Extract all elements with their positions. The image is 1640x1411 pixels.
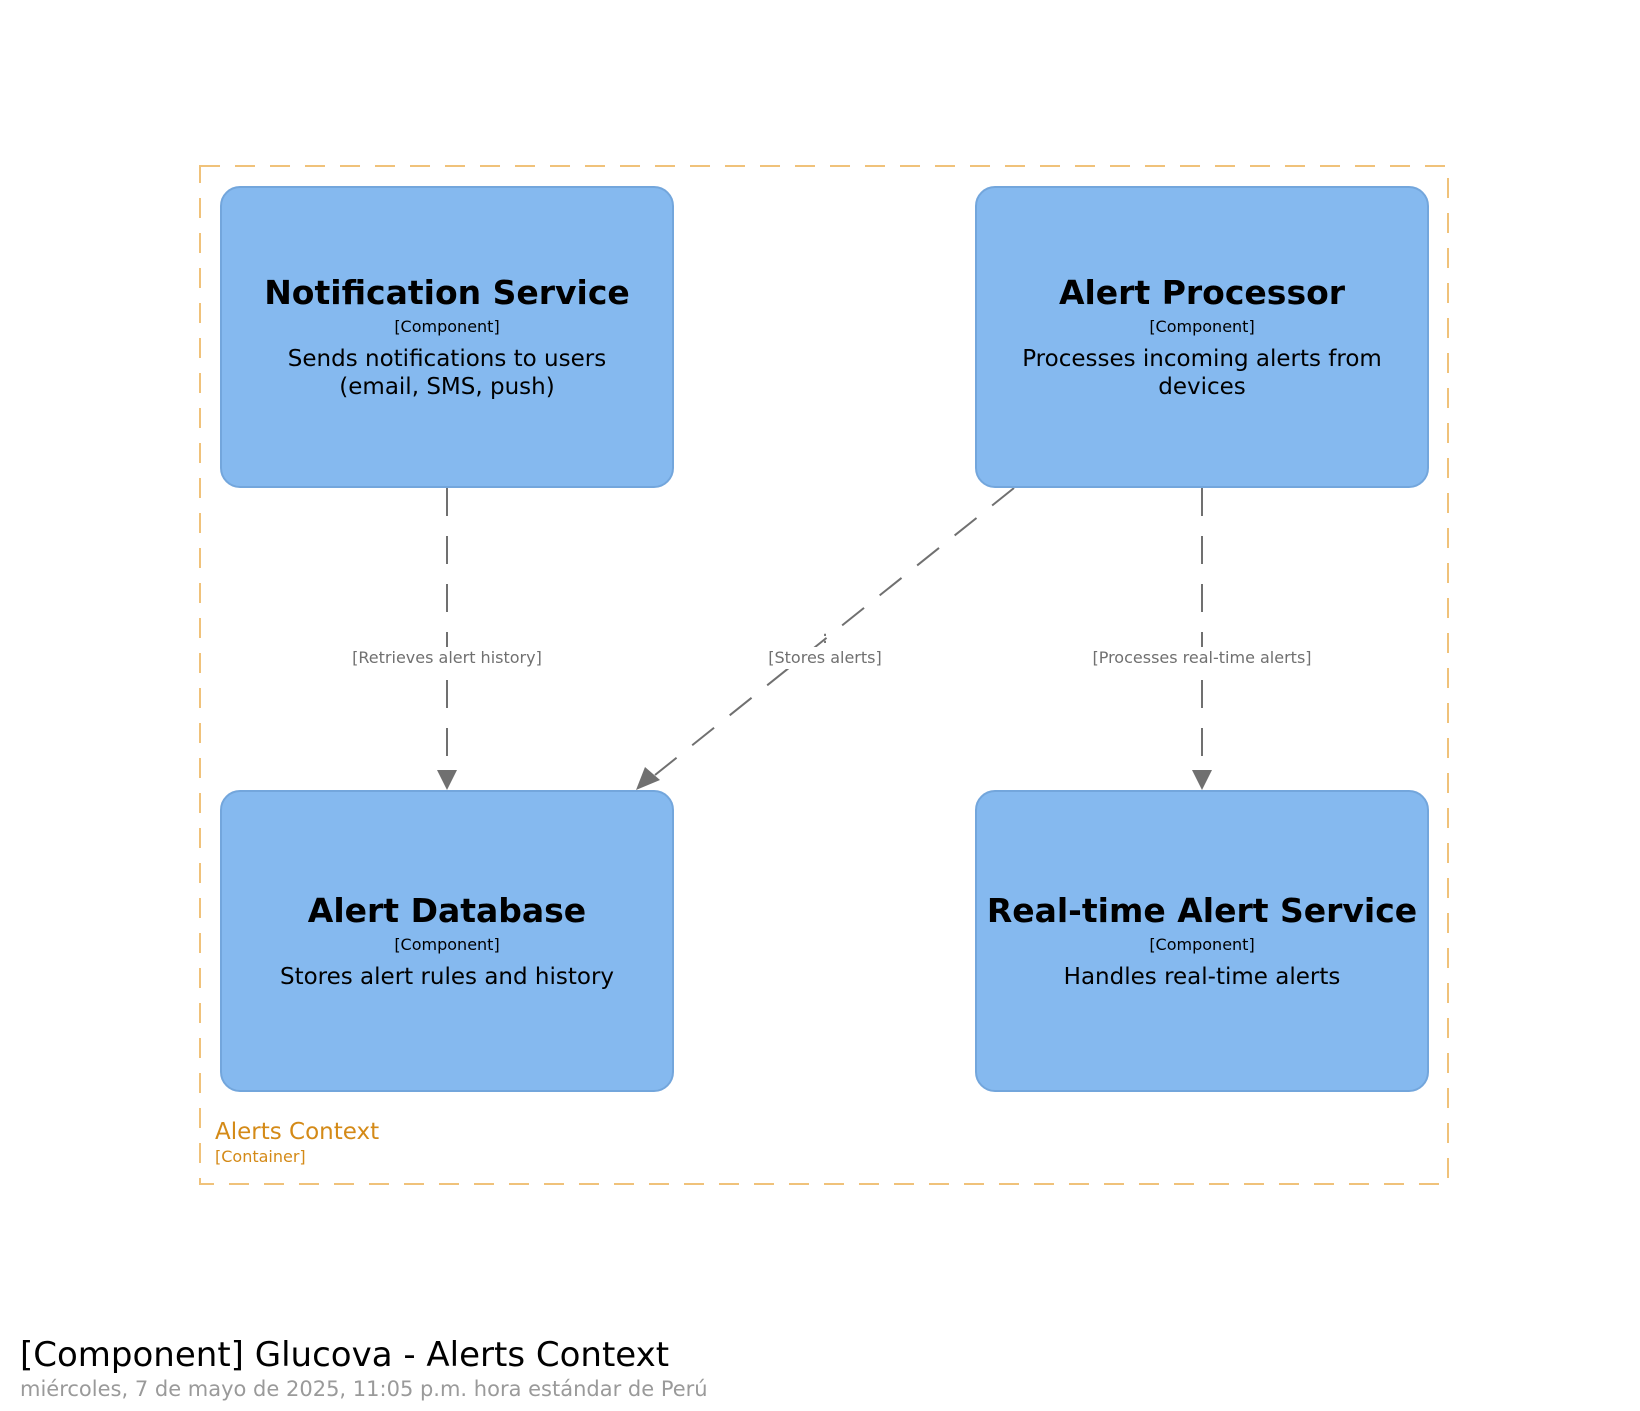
component-name: Alert Processor bbox=[1058, 273, 1346, 312]
relationship-colon: : bbox=[821, 627, 829, 648]
component-realtime-alert-service: Real-time Alert Service [Component] Hand… bbox=[975, 790, 1429, 1092]
component-description: Processes incoming alerts from devices bbox=[1022, 346, 1382, 400]
container-label: Alerts Context [Container] bbox=[215, 1118, 379, 1168]
relationship-stores-alerts bbox=[636, 487, 1015, 790]
relationship-label: : [Stores alerts] bbox=[766, 627, 884, 669]
component-alert-database: Alert Database [Component] Stores alert … bbox=[220, 790, 674, 1092]
relationship-label: : [Retrieves alert history] bbox=[350, 629, 544, 669]
component-kind: [Component] bbox=[394, 935, 500, 954]
component-notification-service: Notification Service [Component] Sends n… bbox=[220, 186, 674, 488]
component-kind: [Component] bbox=[1149, 935, 1255, 954]
diagram-title: [Component] Glucova - Alerts Context bbox=[20, 1335, 670, 1375]
relationship-retrieves-alert-history bbox=[437, 488, 457, 790]
arrowhead-icon bbox=[636, 767, 660, 790]
arrowhead-icon bbox=[437, 770, 457, 790]
container-kind: [Container] bbox=[215, 1147, 306, 1166]
component-name: Alert Database bbox=[307, 891, 587, 930]
relationship-colon: : bbox=[1198, 627, 1206, 648]
container-boundary bbox=[199, 165, 1449, 1185]
relationship-technology: [Stores alerts] bbox=[766, 647, 884, 669]
component-name: Notification Service bbox=[264, 273, 630, 312]
arrowhead-icon bbox=[1192, 770, 1212, 790]
relationship-technology: [Retrieves alert history] bbox=[350, 647, 544, 669]
diagram-footer: [Component] Glucova - Alerts Context mié… bbox=[20, 1334, 708, 1402]
component-name: Real-time Alert Service bbox=[986, 891, 1418, 930]
relationship-processes-real-time-alerts bbox=[1192, 488, 1212, 790]
component-kind: [Component] bbox=[394, 317, 500, 336]
relationship-technology: [Processes real-time alerts] bbox=[1090, 647, 1314, 669]
component-description: Sends notifications to users (email, SMS… bbox=[287, 346, 607, 400]
container-name: Alerts Context bbox=[215, 1119, 380, 1145]
component-alert-processor: Alert Processor [Component] Processes in… bbox=[975, 186, 1429, 488]
component-description: Stores alert rules and history bbox=[279, 964, 615, 990]
component-description: Handles real-time alerts bbox=[1063, 964, 1341, 990]
relationship-colon: : bbox=[443, 627, 451, 648]
component-kind: [Component] bbox=[1149, 317, 1255, 336]
relationship-label: : [Processes real-time alerts] bbox=[1090, 627, 1314, 669]
diagram-date: miércoles, 7 de mayo de 2025, 11:05 p.m.… bbox=[20, 1377, 708, 1401]
